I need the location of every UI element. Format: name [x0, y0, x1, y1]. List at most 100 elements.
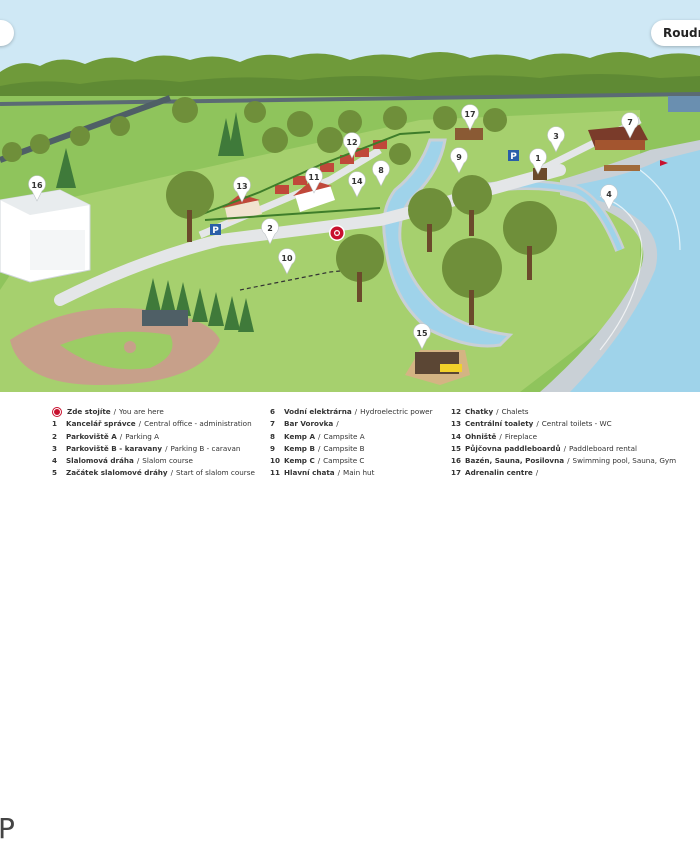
marker-number: 15 [416, 329, 428, 338]
map-marker-14[interactable]: 14 [348, 171, 366, 198]
legend-item-number: 6 [270, 407, 276, 416]
marker-pin-icon [28, 175, 46, 202]
legend-item-cz: Kemp B [284, 443, 315, 453]
legend-separator: / [336, 419, 339, 429]
bridge [604, 165, 640, 171]
map-marker-17[interactable]: 17 [461, 104, 479, 131]
marker-number: 17 [464, 110, 475, 119]
parking-sign: P [210, 224, 221, 236]
marker-number: 11 [308, 173, 320, 182]
legend-item-number: 8 [270, 431, 276, 441]
marker-pin-icon [461, 104, 479, 131]
legend-item-number: 9 [270, 443, 276, 453]
legend-item-cz: Bazén, Sauna, Posilovna [465, 456, 565, 466]
map-marker-13[interactable]: 13 [233, 176, 251, 203]
legend-item-number: 10 [270, 456, 281, 466]
slalom-channel [382, 138, 514, 348]
legend-separator: / [317, 456, 321, 466]
legend-item-en: Main hut [343, 468, 375, 478]
marker-pin-icon [600, 184, 618, 211]
river-wave [599, 195, 643, 351]
legend-separator: / [113, 407, 117, 416]
legend-separator: / [138, 419, 142, 429]
flag-icon [660, 160, 668, 166]
logo-letter: P [0, 812, 15, 845]
legend-item-en: Campsite C [323, 456, 365, 466]
map-marker-3[interactable]: 3 [547, 126, 565, 153]
map-marker-9[interactable]: 9 [450, 147, 468, 174]
pitcher-mound [124, 341, 136, 353]
legend-separator: / [563, 443, 566, 453]
legend-item-cz: Parkoviště B - karavany [66, 443, 163, 453]
legend-item-cz: Kemp C [284, 456, 315, 466]
map-marker-11[interactable]: 11 [305, 167, 323, 194]
legend-item-cz: Vodní elektrárna [284, 407, 352, 416]
marker-pin-icon [343, 132, 361, 159]
map-marker-12[interactable]: 12 [343, 132, 361, 159]
legend-item-number: 7 [270, 419, 276, 429]
legend-you-are-here: Zde stojíte / You are here [52, 406, 255, 418]
marker-pin-icon [233, 176, 251, 203]
legend-item-cz: Půjčovna paddleboardů [465, 443, 561, 453]
place-chip-roudnice[interactable]: Roudni [651, 20, 700, 46]
legend-item-en: Campsite B [323, 443, 365, 453]
legend-separator: / [567, 456, 570, 466]
legend-item-cz: Hlavní chata [284, 468, 335, 478]
legend-item-en: You are here [119, 407, 164, 416]
marker-number: 8 [378, 166, 384, 175]
legend-item-number: 1 [52, 419, 58, 429]
legend-item-en: Central office - administration [144, 419, 252, 429]
baseball-infield [60, 331, 173, 370]
marker-pin-icon [547, 126, 565, 153]
parking-sign: P [508, 150, 519, 162]
map-marker-1[interactable]: 1 [529, 148, 547, 175]
map-marker-16[interactable]: 16 [28, 175, 46, 202]
marker-pin-icon [305, 167, 323, 194]
legend-item-number: 11 [270, 468, 281, 478]
legend-item-cz: Parkoviště A [66, 431, 117, 441]
hydro-station [668, 96, 700, 112]
map-marker-10[interactable]: 10 [278, 248, 296, 275]
map-marker-8[interactable]: 8 [372, 160, 390, 187]
place-chip-left[interactable] [0, 20, 14, 46]
legend-item-en: Fireplace [504, 431, 537, 441]
marker-pin-icon [278, 248, 296, 275]
map-marker-4[interactable]: 4 [600, 184, 618, 211]
shelter [142, 310, 188, 326]
legend-item-en: Paddleboard rental [569, 443, 637, 453]
marker-pin-icon [348, 171, 366, 198]
marker-pin-icon [372, 160, 390, 187]
marker-number: 14 [351, 177, 363, 186]
legend-item-number: 13 [451, 419, 462, 429]
legend-item-cz: Kemp A [284, 431, 316, 441]
marker-pin-icon [413, 323, 431, 350]
legend-separator: / [496, 407, 499, 416]
you-are-here-marker[interactable] [329, 225, 345, 241]
legend-separator: / [170, 468, 174, 478]
map-marker-15[interactable]: 15 [413, 323, 431, 350]
legend-item-cz: Zde stojíte [67, 407, 111, 416]
map-marker-7[interactable]: 7 [621, 112, 639, 139]
map-marker-2[interactable]: 2 [261, 218, 279, 245]
legend-item-en: Central toilets - WC [541, 419, 612, 429]
fence [199, 131, 431, 216]
svg-text:P: P [510, 152, 517, 162]
legend-separator: / [136, 456, 140, 466]
marker-number: 2 [267, 224, 273, 233]
you-are-here-icon [53, 408, 61, 417]
